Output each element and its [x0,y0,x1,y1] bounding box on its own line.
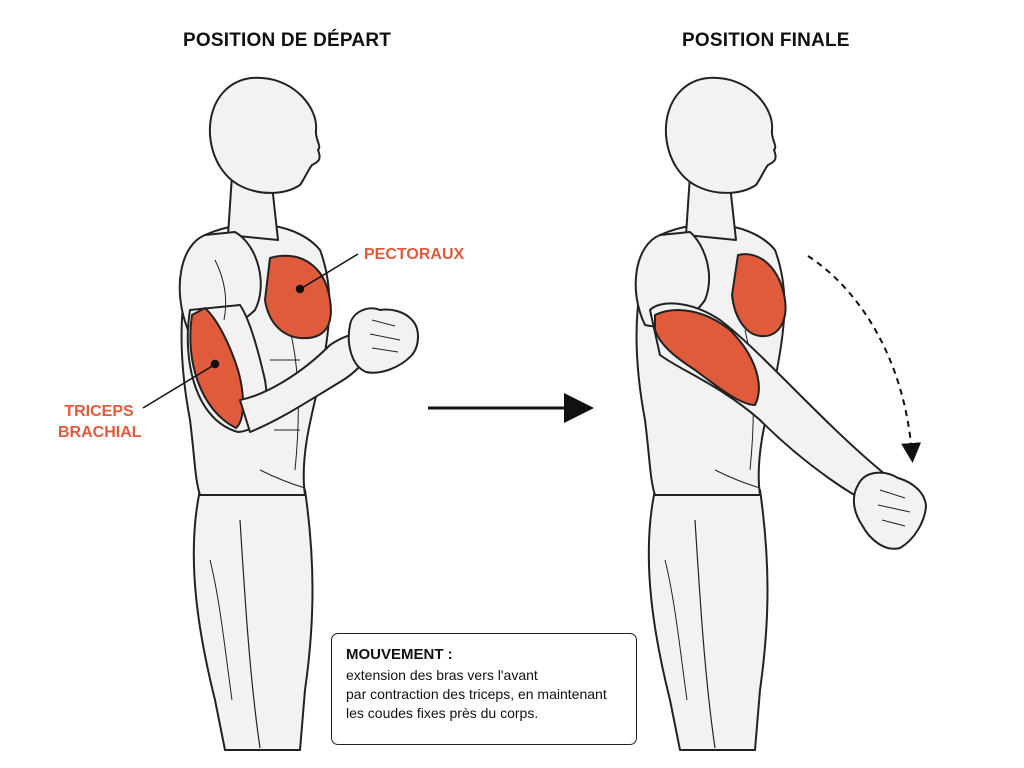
figure-end [636,78,926,750]
label-triceps-line2: BRACHIAL [58,422,140,443]
label-triceps-brachial: TRICEPS BRACHIAL [58,401,140,443]
legs-end [649,490,768,750]
movement-note-line1: extension des bras vers l'avant [346,666,622,685]
label-pectoraux: PECTORAUX [364,244,464,265]
label-triceps-line1: TRICEPS [58,401,140,422]
clasped-hands-start [349,308,418,372]
legs-start [194,490,313,750]
movement-note-line2: par contraction des triceps, en maintena… [346,685,622,704]
movement-note-line3: les coudes fixes près du corps. [346,704,622,723]
head-end [666,78,776,193]
clasped-hands-end [854,473,926,549]
movement-note-heading: MOUVEMENT : [346,646,622,663]
head-start [210,78,320,193]
movement-note-box: MOUVEMENT : extension des bras vers l'av… [331,633,637,745]
